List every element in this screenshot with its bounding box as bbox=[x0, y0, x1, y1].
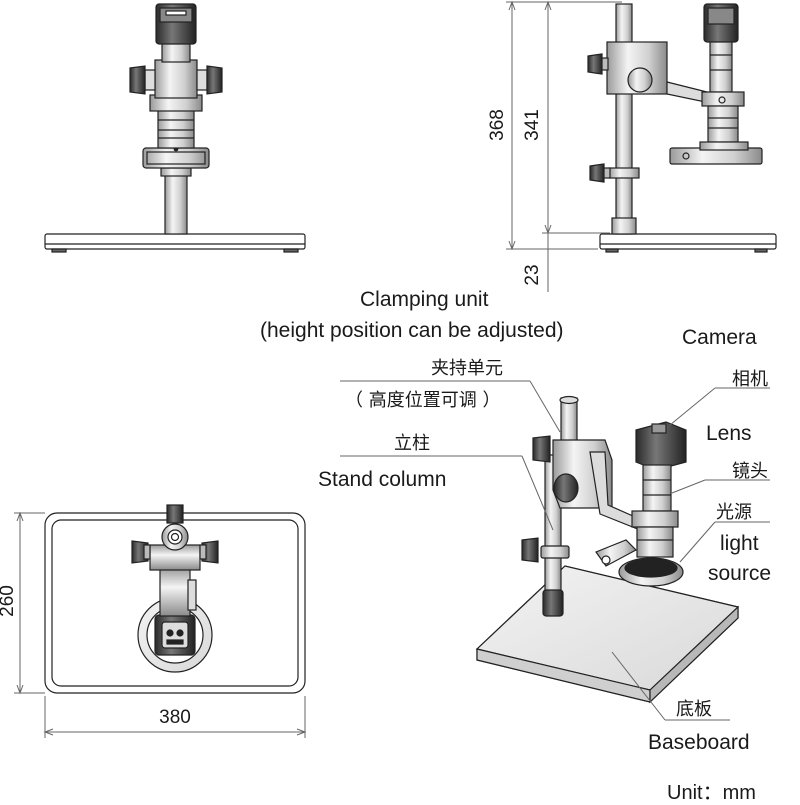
label-stand-column-en: Stand column bbox=[318, 468, 447, 491]
label-light-en-1: light bbox=[720, 532, 759, 555]
perspective-view bbox=[475, 395, 740, 704]
label-lens-cn: 镜头 bbox=[732, 461, 768, 482]
dimension-base-thickness: 23 bbox=[522, 264, 543, 286]
label-baseboard-en: Baseboard bbox=[648, 731, 750, 754]
label-lens-en: Lens bbox=[706, 422, 752, 445]
label-clamping-unit-cn-1: 夹持单元 bbox=[431, 358, 503, 379]
top-view bbox=[44, 504, 306, 694]
label-unit: Unit：mm bbox=[667, 782, 756, 804]
label-baseboard-cn: 底板 bbox=[676, 699, 712, 720]
side-view bbox=[587, 3, 777, 253]
dimension-base-depth: 260 bbox=[0, 585, 18, 617]
label-clamping-unit-cn-2: （ 高度位置可调 ） bbox=[345, 390, 501, 411]
label-stand-column-cn: 立柱 bbox=[394, 433, 430, 454]
dimension-overall-height: 368 bbox=[487, 109, 508, 141]
front-view bbox=[44, 3, 306, 253]
label-light-en-2: source bbox=[708, 562, 772, 585]
label-camera-cn: 相机 bbox=[732, 369, 768, 390]
top-dimension-lines bbox=[14, 511, 307, 738]
label-clamping-unit-en-1: Clamping unit bbox=[360, 288, 489, 311]
side-dimension-lines bbox=[506, 0, 622, 292]
dimension-base-width: 380 bbox=[159, 707, 191, 728]
label-clamping-unit-en-2: (height position can be adjusted) bbox=[260, 319, 564, 342]
label-light-cn: 光源 bbox=[716, 502, 752, 523]
leader-lines bbox=[340, 380, 770, 721]
dimension-column-height: 341 bbox=[522, 109, 543, 141]
label-camera-en: Camera bbox=[682, 326, 757, 349]
